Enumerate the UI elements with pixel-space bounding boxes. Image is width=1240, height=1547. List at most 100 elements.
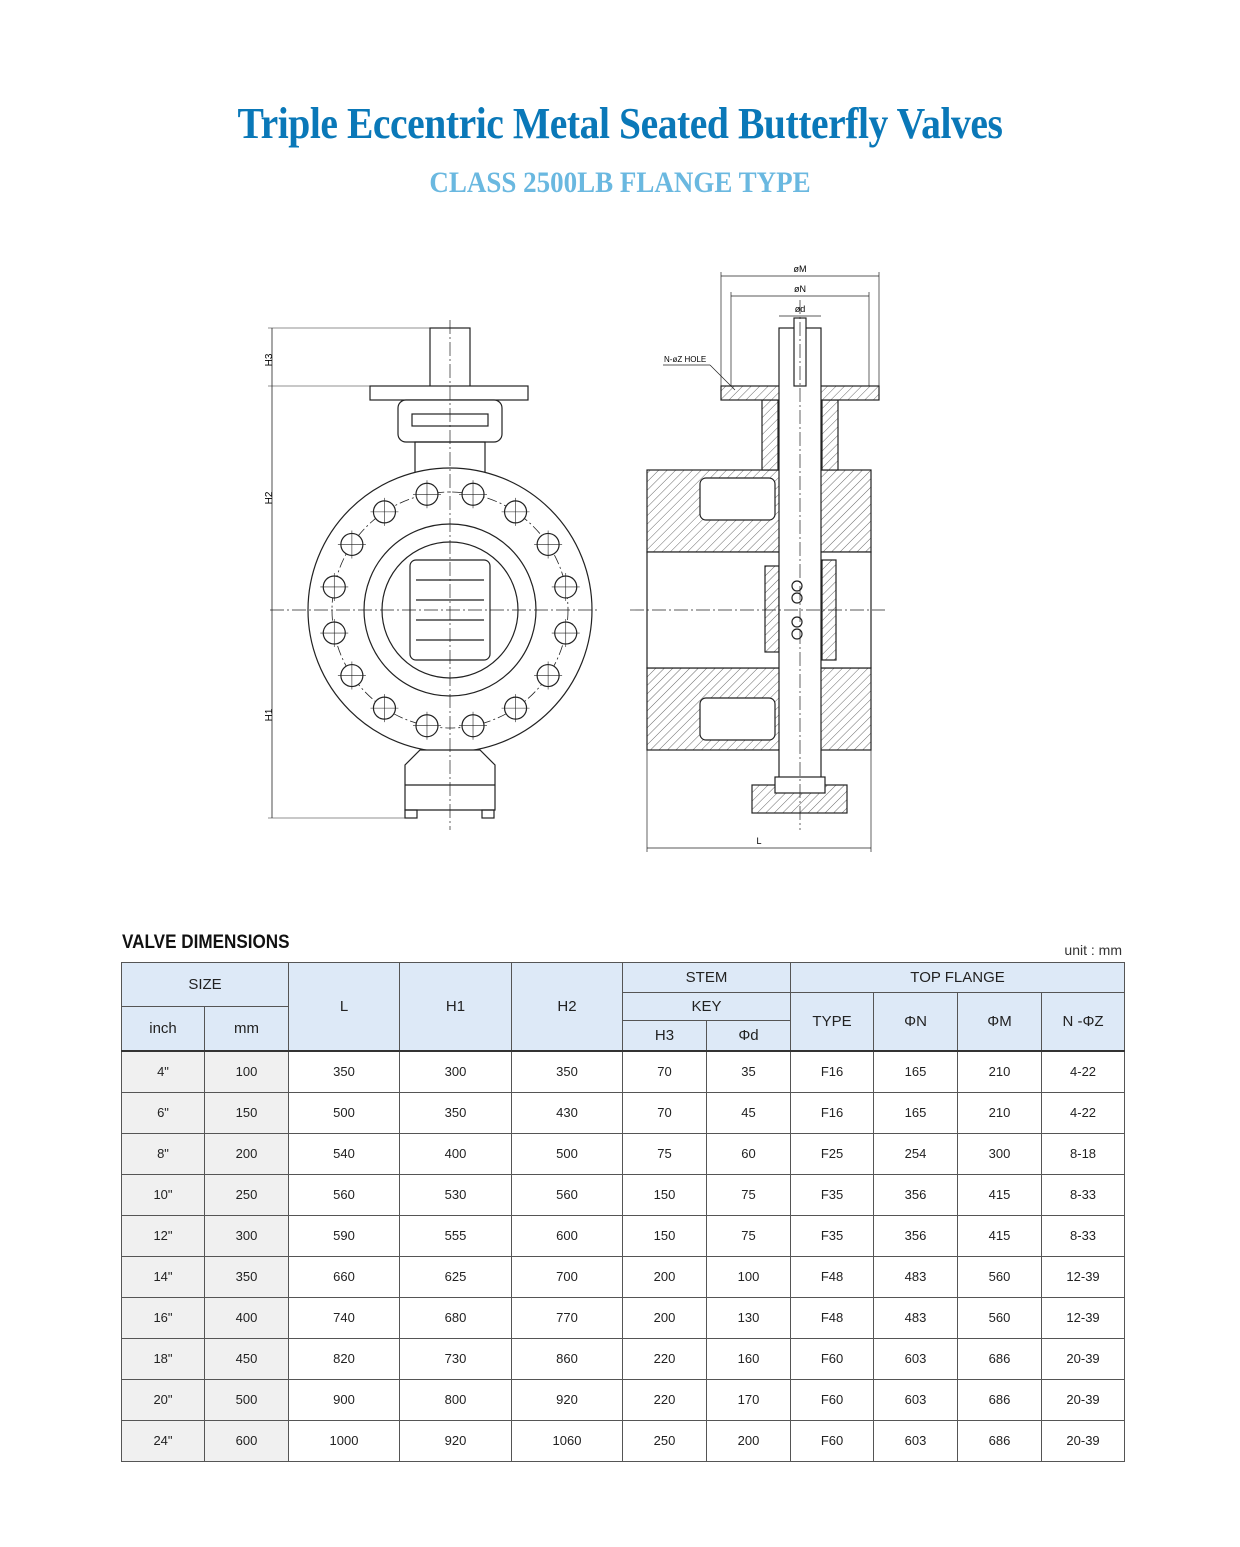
table-cell: 600	[511, 1214, 623, 1257]
dim-label-phi-d: ød	[795, 304, 806, 314]
table-cell: 700	[511, 1255, 623, 1298]
table-cell: 530	[399, 1173, 512, 1216]
header-size: SIZE	[121, 962, 289, 1007]
table-cell: 415	[957, 1173, 1043, 1216]
table-cell: F16	[790, 1091, 875, 1134]
table-cell: 12-39	[1041, 1255, 1126, 1298]
header-n-phi-z: N -ΦZ	[1041, 992, 1126, 1052]
table-cell: 100	[204, 1050, 289, 1093]
table-cell: 483	[873, 1296, 959, 1339]
table-cell: 210	[957, 1050, 1043, 1093]
table-cell: 800	[399, 1378, 512, 1421]
table-cell: 20-39	[1041, 1337, 1126, 1380]
table-cell: 356	[873, 1214, 959, 1257]
table-cell: 300	[957, 1132, 1043, 1175]
header-stem: STEM	[621, 962, 792, 993]
table-cell: 4-22	[1041, 1091, 1126, 1134]
header-inch: inch	[121, 1006, 205, 1052]
table-cell: 150	[622, 1173, 707, 1216]
table-cell: 14"	[121, 1255, 205, 1298]
table-cell: 165	[873, 1091, 959, 1134]
table-cell: F16	[790, 1050, 875, 1093]
header-l: L	[288, 962, 400, 1052]
table-cell: 250	[622, 1419, 707, 1462]
table-cell: 483	[873, 1255, 959, 1298]
table-cell: 400	[204, 1296, 289, 1339]
table-cell: 18"	[121, 1337, 205, 1380]
header-phi-m: ΦM	[957, 992, 1043, 1052]
table-cell: 200	[204, 1132, 289, 1175]
table-cell: 1000	[288, 1419, 400, 1462]
valve-technical-drawing: H3 H2 H1 øM øN ød N-øZ HOLE L	[264, 264, 885, 852]
table-cell: 740	[288, 1296, 400, 1339]
table-cell: 603	[873, 1419, 959, 1462]
header-h3: H3	[622, 1020, 707, 1052]
table-cell: 130	[705, 1296, 792, 1339]
table-cell: 70	[622, 1091, 707, 1134]
table-cell: 24"	[121, 1419, 205, 1462]
header-phi-d: Φd	[705, 1020, 792, 1052]
table-cell: 660	[288, 1255, 400, 1298]
table-cell: 8"	[121, 1132, 205, 1175]
header-mm: mm	[204, 1006, 289, 1052]
dim-label-hole: N-øZ HOLE	[664, 355, 706, 364]
table-cell: 560	[511, 1173, 623, 1216]
table-cell: 415	[957, 1214, 1043, 1257]
table-cell: 12-39	[1041, 1296, 1126, 1339]
table-cell: F60	[790, 1337, 875, 1380]
dim-label-phi-m: øM	[794, 264, 807, 274]
table-cell: 560	[957, 1296, 1043, 1339]
table-cell: 165	[873, 1050, 959, 1093]
table-cell: 400	[399, 1132, 512, 1175]
table-cell: 8-33	[1041, 1214, 1126, 1257]
page-title: Triple Eccentric Metal Seated Butterfly …	[237, 99, 1003, 148]
front-view	[268, 320, 600, 830]
dim-label-h2: H2	[264, 491, 275, 504]
header-key: KEY	[621, 992, 792, 1021]
table-cell: 254	[873, 1132, 959, 1175]
table-cell: 75	[622, 1132, 707, 1175]
valve-dimensions-table: SIZE L H1 H2 STEM TOP FLANGE KEY TYPE ΦN…	[121, 962, 1126, 1462]
table-cell: 680	[399, 1296, 512, 1339]
table-cell: 686	[957, 1419, 1043, 1462]
table-cell: 200	[622, 1296, 707, 1339]
table-cell: 600	[204, 1419, 289, 1462]
table-cell: 920	[399, 1419, 512, 1462]
table-cell: 100	[705, 1255, 792, 1298]
table-cell: 150	[622, 1214, 707, 1257]
table-cell: 603	[873, 1337, 959, 1380]
header-h2: H2	[511, 962, 623, 1052]
table-cell: 16"	[121, 1296, 205, 1339]
dim-label-l: L	[756, 836, 761, 846]
table-cell: 8-33	[1041, 1173, 1126, 1216]
page-subtitle: CLASS 2500LB FLANGE TYPE	[429, 166, 811, 199]
table-cell: 300	[399, 1050, 512, 1093]
table-cell: 210	[957, 1091, 1043, 1134]
dim-label-h1: H1	[264, 708, 275, 721]
table-cell: 770	[511, 1296, 623, 1339]
table-cell: 540	[288, 1132, 400, 1175]
table-cell: 430	[511, 1091, 623, 1134]
table-cell: 500	[204, 1378, 289, 1421]
table-cell: F35	[790, 1214, 875, 1257]
section-view	[646, 317, 880, 814]
table-cell: 35	[705, 1050, 792, 1093]
section-title: VALVE DIMENSIONS	[122, 932, 290, 953]
table-cell: 20-39	[1041, 1378, 1126, 1421]
table-cell: 10"	[121, 1173, 205, 1216]
table-cell: 686	[957, 1378, 1043, 1421]
table-cell: 45	[705, 1091, 792, 1134]
table-cell: F60	[790, 1378, 875, 1421]
table-cell: 12"	[121, 1214, 205, 1257]
unit-label: unit : mm	[1064, 942, 1122, 958]
table-cell: F35	[790, 1173, 875, 1216]
